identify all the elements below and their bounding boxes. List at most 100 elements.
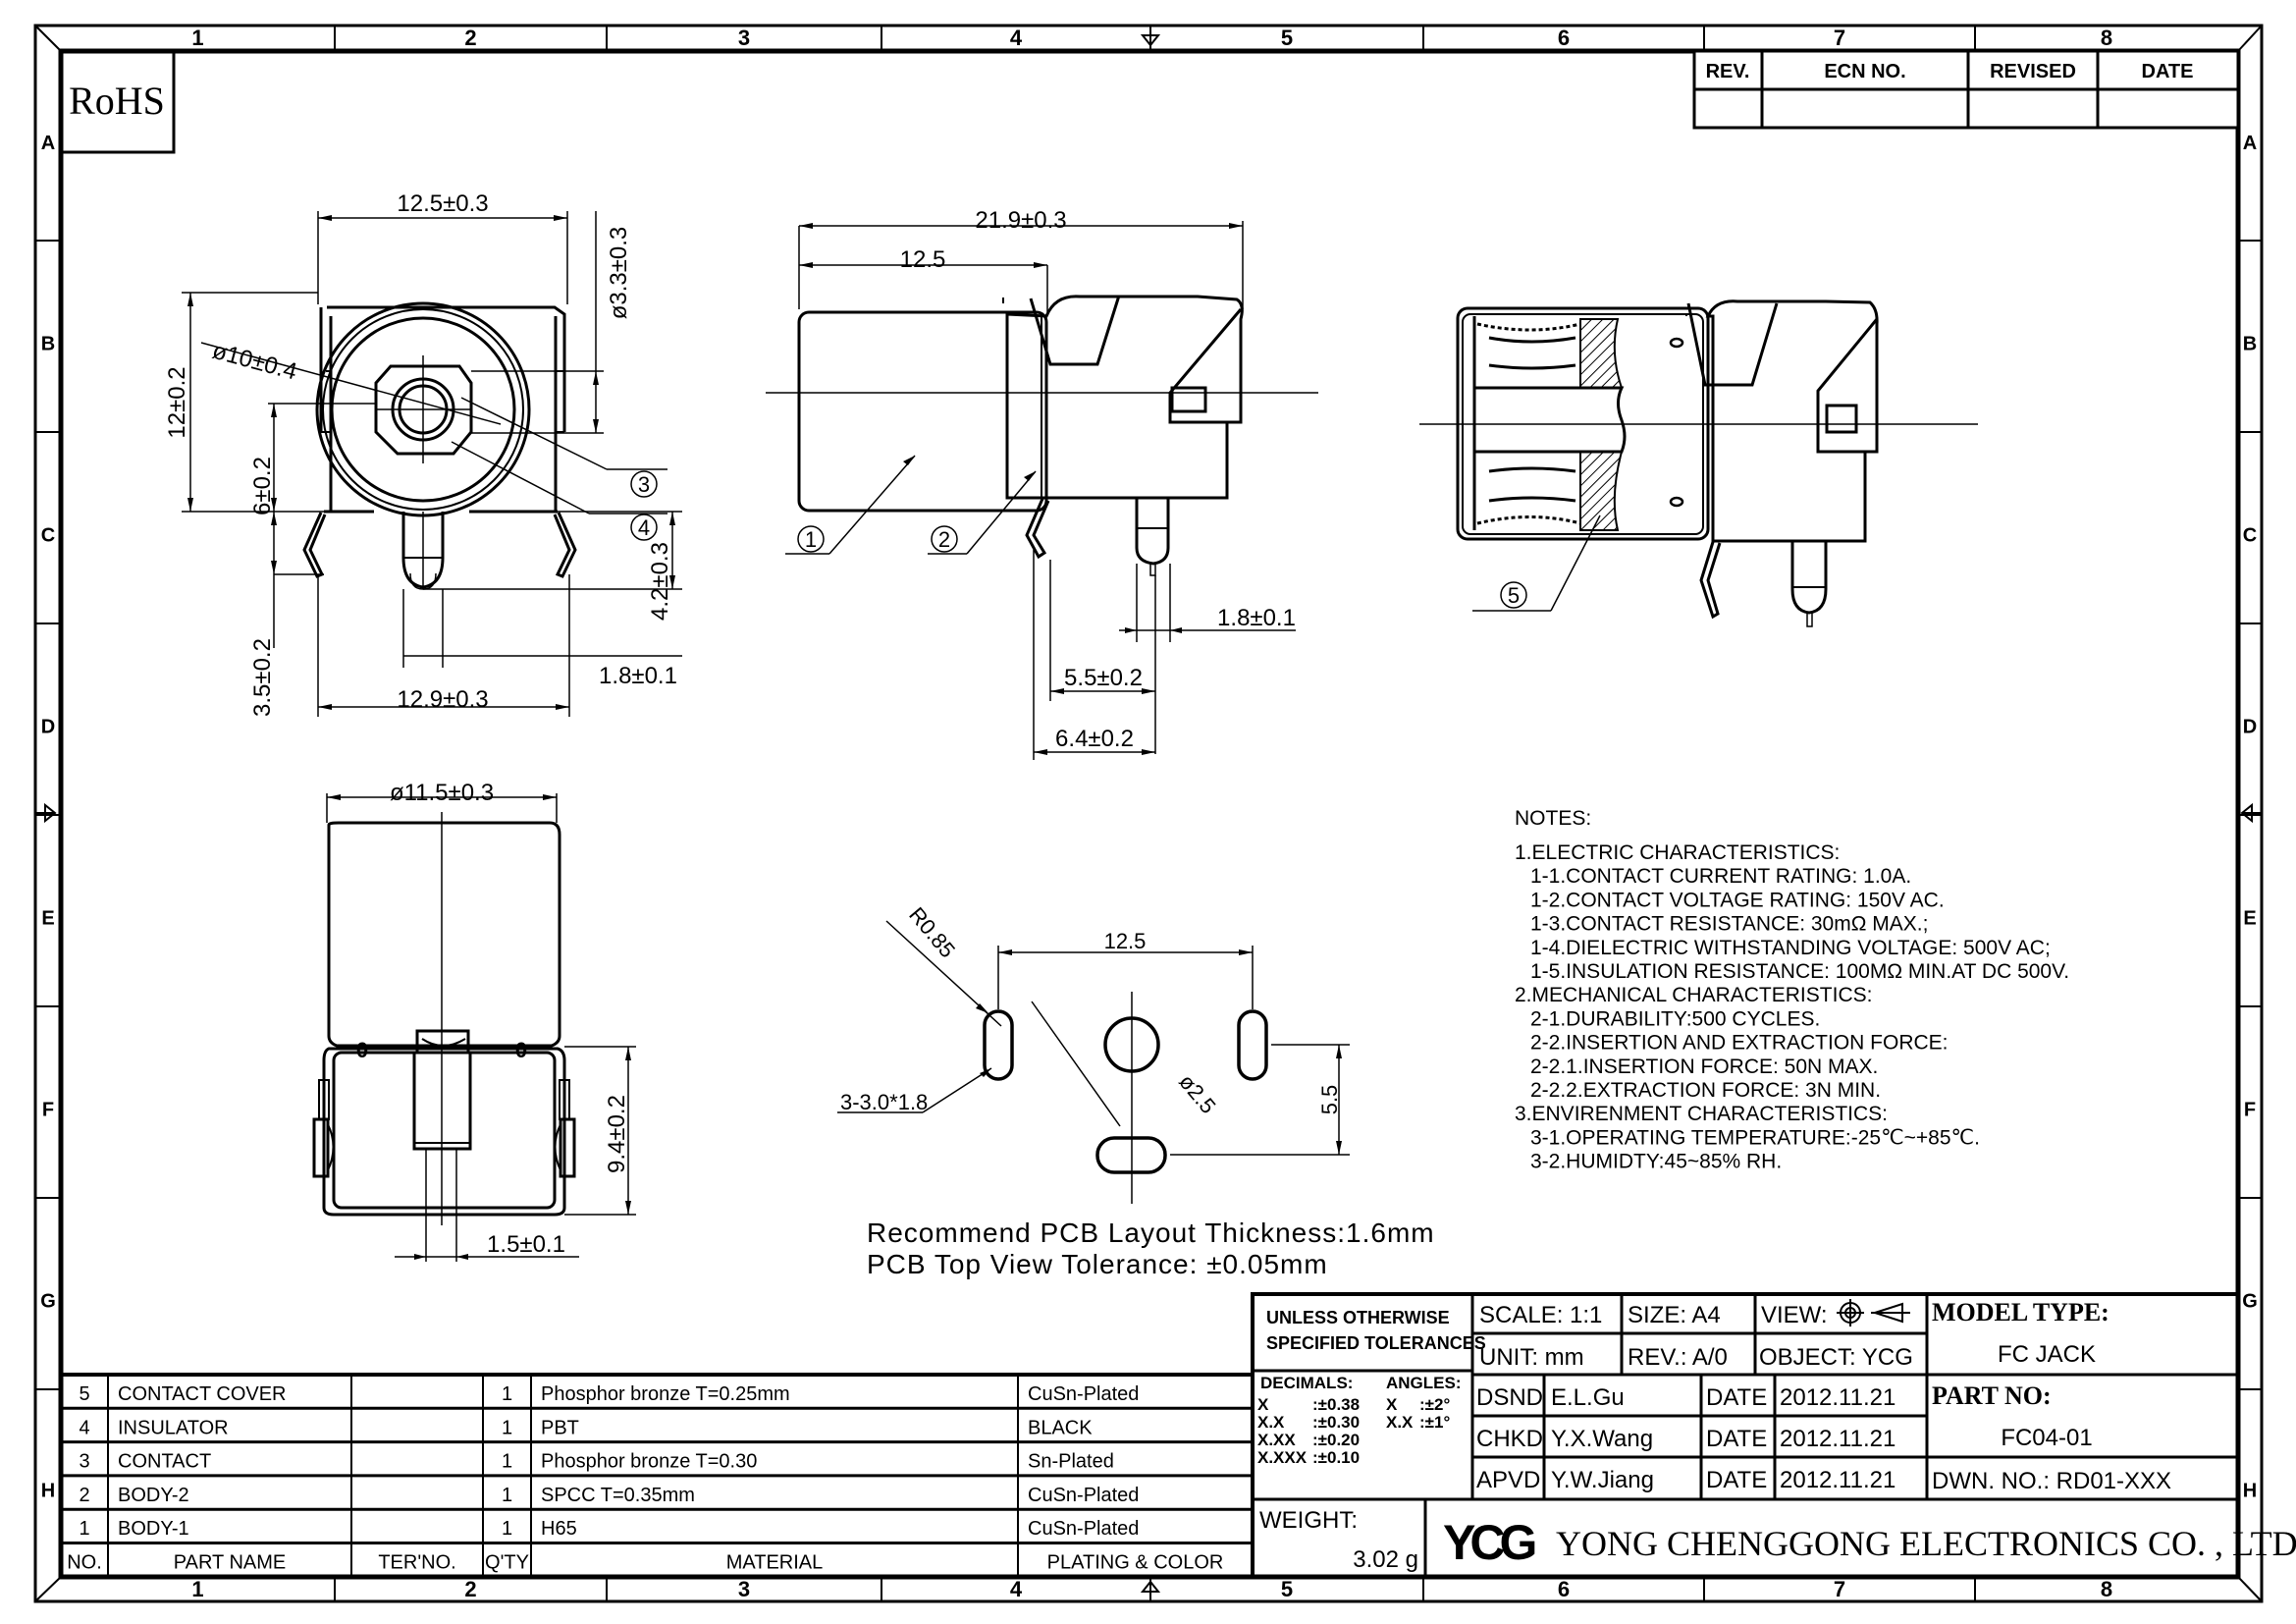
tolerance-header-1: UNLESS OTHERWISE xyxy=(1266,1308,1450,1327)
pcb-caption-line-1: Recommend PCB Layout Thickness:1.6mm xyxy=(867,1218,1435,1248)
pcb-layout-labels: R0.85 12.5 3-3.0*1.8 ø2.5 5.5 Recommend … xyxy=(840,902,1435,1279)
company-logo: YCG xyxy=(1443,1515,1540,1570)
angle-format: X xyxy=(1386,1395,1398,1414)
callout-5: 5 xyxy=(1508,583,1520,608)
callout-3: 3 xyxy=(638,472,650,497)
date-header: DATE xyxy=(2142,61,2194,82)
bom-cell: CONTACT COVER xyxy=(118,1383,287,1405)
bottom-view xyxy=(312,793,636,1262)
dim-front-width-bottom: 12.9±0.3 xyxy=(397,686,488,713)
model-type-label: MODEL TYPE: xyxy=(1932,1298,2109,1326)
column-label: 8 xyxy=(2101,1577,2112,1601)
angle-tolerance: :±1° xyxy=(1419,1413,1450,1432)
column-label: 7 xyxy=(1834,26,1845,50)
bom-header: TER'NO. xyxy=(378,1552,455,1574)
pcb-layout xyxy=(837,920,1350,1204)
notes-block: NOTES: 1.ELECTRIC CHARACTERISTICS: 1-1.C… xyxy=(1515,807,2069,1173)
row-label: G xyxy=(40,1291,56,1313)
bom-cell: CuSn-Plated xyxy=(1028,1518,1139,1540)
column-dividers xyxy=(334,26,1976,1601)
row-label: F xyxy=(2244,1100,2256,1121)
note-line: 3.ENVIRENMENT CHARACTERISTICS: xyxy=(1515,1103,1888,1125)
bottom-view-labels: ø11.5±0.3 9.4±0.2 1.5±0.1 0 0 xyxy=(356,780,630,1258)
note-line: 2-2.1.INSERTION FORCE: 50N MAX. xyxy=(1530,1056,1878,1078)
row-label: C xyxy=(2243,525,2257,547)
bom-cell: INSULATOR xyxy=(118,1417,229,1438)
bom-cell: CONTACT xyxy=(118,1451,211,1473)
bom-cell: SPCC T=0.35mm xyxy=(541,1485,695,1506)
bom-cell: H65 xyxy=(541,1518,577,1540)
decimal-tolerance: :±0.30 xyxy=(1312,1413,1360,1432)
angle-format: X.X xyxy=(1386,1413,1414,1432)
column-label: 3 xyxy=(738,1577,750,1601)
signoff-date: 2012.11.21 xyxy=(1780,1426,1896,1452)
centering-marks xyxy=(35,26,2262,1601)
signoff-date-label: DATE xyxy=(1706,1467,1767,1493)
column-label: 5 xyxy=(1281,26,1293,50)
object-value: OBJECT: YCG xyxy=(1759,1344,1913,1371)
signoff-name: Y.X.Wang xyxy=(1551,1426,1653,1452)
note-line: 1-1.CONTACT CURRENT RATING: 1.0A. xyxy=(1530,865,1911,888)
bom-cell: 2 xyxy=(79,1485,89,1506)
note-line: 1-4.DIELECTRIC WITHSTANDING VOLTAGE: 500… xyxy=(1530,937,2051,959)
rohs-badge: RoHS xyxy=(59,49,176,154)
row-label: F xyxy=(42,1100,54,1121)
note-line: 3-1.OPERATING TEMPERATURE:-25℃~+85℃. xyxy=(1530,1126,1980,1149)
column-label: 2 xyxy=(464,1577,476,1601)
signoff-date: 2012.11.21 xyxy=(1780,1384,1896,1411)
bottom-mark-left: 0 xyxy=(356,1038,368,1062)
column-label: 1 xyxy=(191,1577,203,1601)
dim-bottom-diameter: ø11.5±0.3 xyxy=(390,780,494,806)
decimal-format: X xyxy=(1257,1395,1269,1414)
side-view-labels: 21.9±0.3 12.5 1.8±0.1 5.5±0.2 6.4±0.2 1 … xyxy=(805,207,1296,752)
dim-bottom-pin-width: 1.5±0.1 xyxy=(487,1231,565,1258)
note-line: 1-5.INSULATION RESISTANCE: 100MΩ MIN.AT … xyxy=(1530,960,2069,983)
dim-side-pin-width: 1.8±0.1 xyxy=(1217,605,1296,631)
bom-cell: CuSn-Plated xyxy=(1028,1485,1139,1506)
dim-front-pin-width: 1.8±0.1 xyxy=(599,663,677,689)
weight-label: WEIGHT: xyxy=(1259,1507,1358,1534)
note-line: 2.MECHANICAL CHARACTERISTICS: xyxy=(1515,984,1872,1006)
bom-cell: 1 xyxy=(502,1383,512,1405)
bom-cell: 3 xyxy=(79,1451,89,1473)
rohs-label: RoHS xyxy=(69,79,165,123)
unit-value: UNIT: mm xyxy=(1479,1344,1584,1371)
side-view xyxy=(766,221,1318,760)
company-name: YONG CHENGGONG ELECTRONICS CO. , LTD. xyxy=(1556,1524,2296,1563)
bom-cell: 1 xyxy=(79,1518,89,1540)
bom-cell: BLACK xyxy=(1028,1417,1093,1438)
tolerance-header-2: SPECIFIED TOLERANCES xyxy=(1266,1333,1486,1353)
dim-front-pin-length: 4.2±0.3 xyxy=(647,542,673,621)
front-view xyxy=(182,211,682,717)
callout-2: 2 xyxy=(938,527,950,552)
column-label: 6 xyxy=(1558,1577,1570,1601)
decimal-tolerance: :±0.10 xyxy=(1312,1448,1360,1467)
row-dividers xyxy=(35,240,2262,1390)
rev-value: REV.: A/0 xyxy=(1628,1344,1728,1371)
dim-side-pin-offset-1: 5.5±0.2 xyxy=(1064,665,1143,691)
bottom-mark-right: 0 xyxy=(515,1038,527,1062)
view-label: VIEW: xyxy=(1761,1302,1828,1328)
dim-pcb-hole: ø2.5 xyxy=(1174,1069,1220,1118)
projection-symbol-icon xyxy=(1837,1299,1910,1326)
callout-4: 4 xyxy=(638,515,650,540)
note-line: 1-2.CONTACT VOLTAGE RATING: 150V AC. xyxy=(1530,889,1945,911)
angles-label: ANGLES: xyxy=(1386,1374,1462,1392)
bom-cell: 1 xyxy=(502,1518,512,1540)
drawing-number: DWN. NO.: RD01-XXX xyxy=(1932,1468,2171,1494)
angle-tolerance: :±2° xyxy=(1419,1395,1450,1414)
signoff-date-label: DATE xyxy=(1706,1384,1767,1411)
bom-header: PLATING & COLOR xyxy=(1047,1552,1224,1574)
dim-side-total-length: 21.9±0.3 xyxy=(975,207,1066,234)
note-line: 3-2.HUMIDTY:45~85% RH. xyxy=(1530,1151,1782,1173)
dim-front-diameter-pin: ø3.3±0.3 xyxy=(606,227,632,320)
decimal-tolerance: :±0.38 xyxy=(1312,1395,1360,1414)
dim-pcb-radius: R0.85 xyxy=(904,902,960,962)
note-line: 2-1.DURABILITY:500 CYCLES. xyxy=(1530,1007,1820,1030)
decimals-label: DECIMALS: xyxy=(1260,1374,1353,1392)
bom-cell: BODY-1 xyxy=(118,1518,189,1540)
bom-cell: PBT xyxy=(541,1417,579,1438)
decimal-format: X.XXX xyxy=(1257,1448,1308,1467)
